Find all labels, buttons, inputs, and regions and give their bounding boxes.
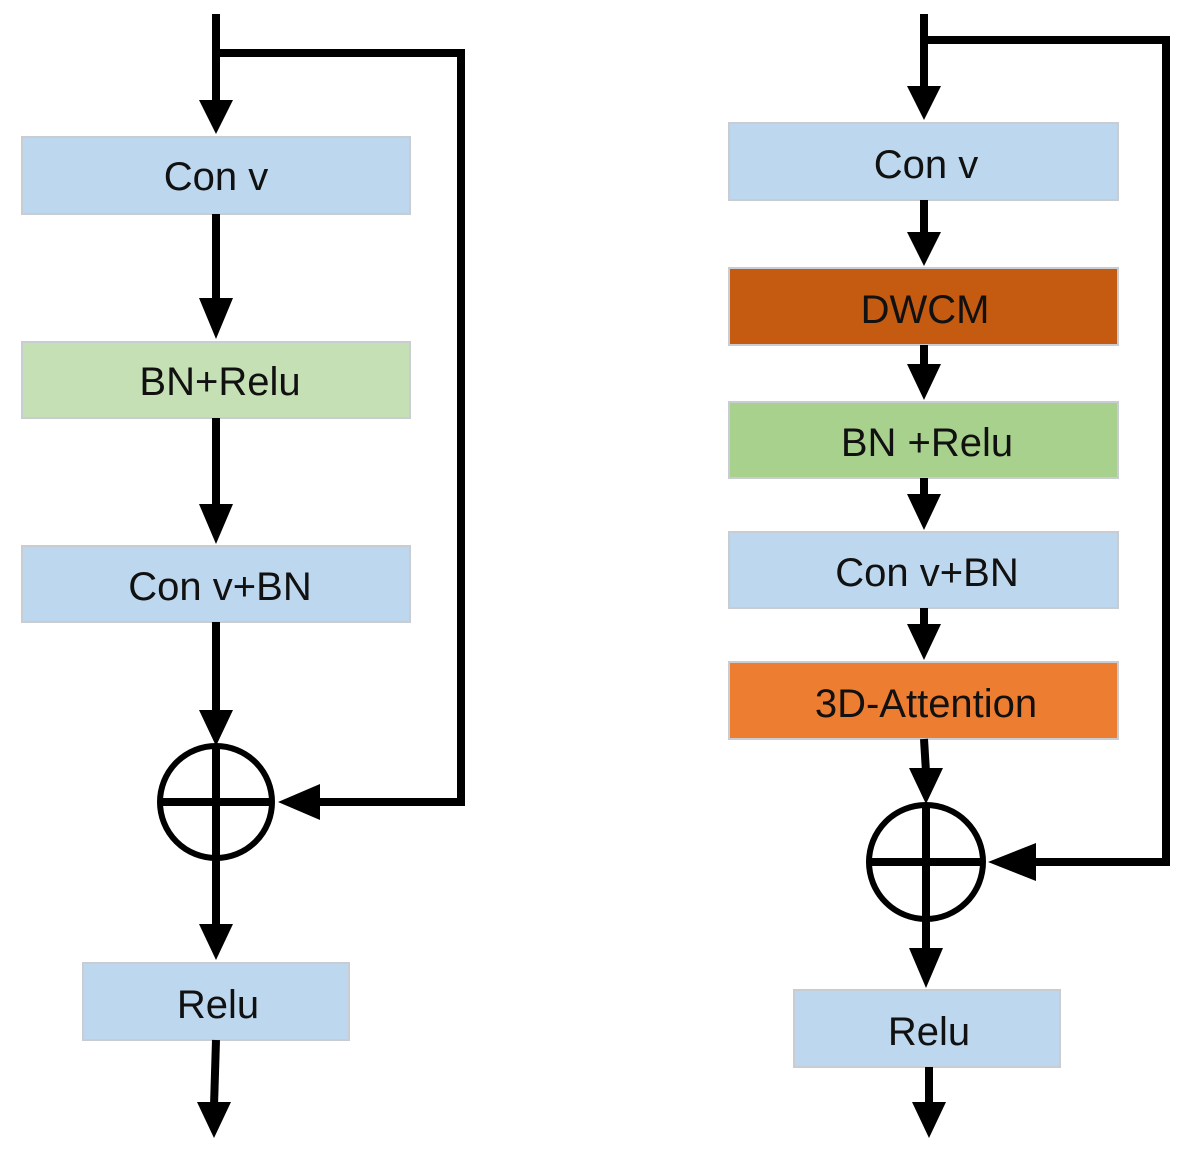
right-relu-box: Relu: [793, 989, 1061, 1068]
right-skip-connection: [924, 36, 1170, 881]
left-conv-bn-box: Con v+BN: [21, 545, 411, 623]
left-bn-relu-rect: [21, 341, 411, 419]
left-conv-to-bn-arrow: [199, 214, 233, 339]
right-conv-bn-box: Con v+BN: [728, 531, 1119, 609]
right-residual-block: Con v DWCM BN +Relu Con v+BN 3D-Attentio…: [728, 14, 1170, 1138]
right-output-arrow: [912, 1067, 946, 1138]
left-add-node-icon: [157, 743, 275, 861]
right-bn-to-conv-arrow: [907, 478, 941, 530]
left-conv-label: Con v: [164, 155, 269, 199]
right-attention-label: 3D-Attention: [815, 682, 1037, 726]
left-bn-relu-label: BN+Relu: [139, 360, 300, 404]
left-relu-rect: [82, 962, 350, 1041]
right-relu-rect: [793, 989, 1061, 1068]
right-conv-box: Con v: [728, 122, 1119, 201]
left-bn-relu-box: BN+Relu: [21, 341, 411, 419]
right-dwcm-label: DWCM: [861, 288, 990, 332]
right-sum-to-relu-arrow: [909, 918, 943, 988]
right-attention-rect: [728, 661, 1119, 740]
right-relu-label: Relu: [888, 1010, 970, 1054]
right-bn-relu-rect: [728, 401, 1119, 479]
right-conv-to-attention-arrow: [907, 608, 941, 660]
right-dwcm-to-bn-arrow: [907, 345, 941, 400]
right-conv-to-dwcm-arrow: [907, 200, 941, 266]
right-bn-relu-label: BN +Relu: [841, 421, 1013, 465]
left-conv-rect: [21, 136, 411, 215]
left-relu-box: Relu: [82, 962, 350, 1041]
right-conv-bn-rect: [728, 531, 1119, 609]
left-residual-block: Con v BN+Relu Con v+BN Relu: [21, 14, 465, 1138]
left-conv-box: Con v: [21, 136, 411, 215]
left-conv-to-sum-arrow: [199, 622, 233, 746]
left-output-arrow: [197, 1039, 231, 1138]
left-conv-bn-label: Con v+BN: [128, 565, 311, 609]
right-input-arrow: [907, 14, 941, 120]
left-bn-to-conv-arrow: [199, 418, 233, 544]
right-add-node-icon: [866, 802, 986, 922]
right-conv-label: Con v: [874, 143, 979, 187]
right-bn-relu-box: BN +Relu: [728, 401, 1119, 479]
left-sum-to-relu-arrow: [199, 858, 233, 960]
left-conv-bn-rect: [21, 545, 411, 623]
left-relu-label: Relu: [177, 983, 259, 1027]
left-skip-connection: [216, 49, 465, 820]
left-input-arrow: [199, 14, 233, 134]
right-attention-to-sum-arrow: [909, 738, 943, 804]
right-attention-box: 3D-Attention: [728, 661, 1119, 740]
right-dwcm-box: DWCM: [728, 267, 1119, 346]
right-conv-bn-label: Con v+BN: [835, 551, 1018, 595]
